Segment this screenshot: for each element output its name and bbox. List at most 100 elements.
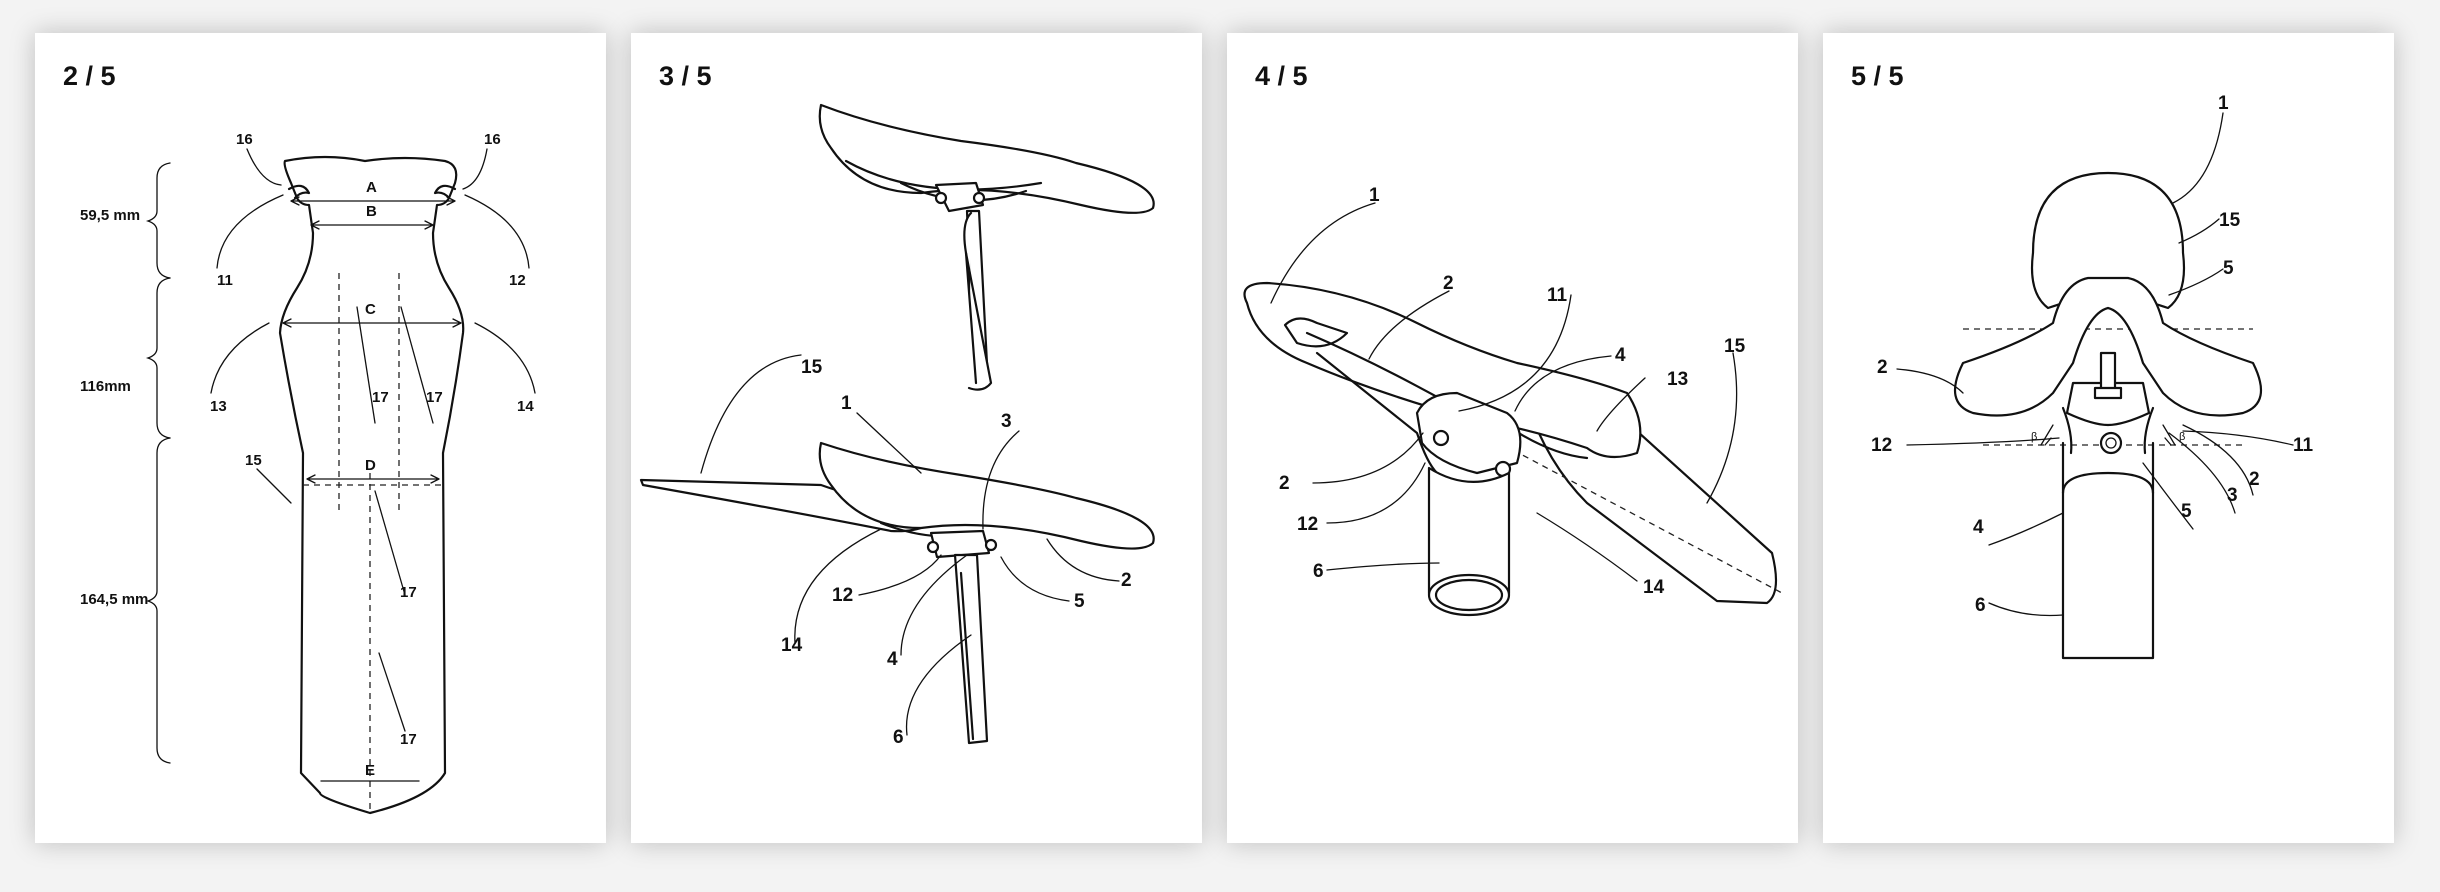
label-12: 12 (1297, 514, 1318, 535)
leader-2-top (1368, 290, 1450, 360)
page-number: 5 / 5 (1851, 61, 1904, 91)
label-12: 12 (832, 585, 853, 606)
dim-a (290, 196, 456, 206)
letter-c: C (365, 301, 376, 318)
label-13: 13 (1667, 369, 1688, 390)
drawing-sheet-3: 3 / 5 (631, 33, 1202, 843)
saddle-shell (1243, 281, 1642, 459)
notch-left (287, 184, 311, 200)
leader-17-a (356, 306, 376, 424)
dim-c (282, 318, 462, 328)
saddle-underside-view: 1 2 11 4 13 15 2 12 6 14 (1243, 185, 1783, 617)
saddle-side-views: 15 1 3 2 5 12 14 4 6 (639, 103, 1155, 748)
mudguard-flat-drawing: 59,5 mm 116mm 164,5 mm A B C D E (80, 131, 536, 815)
label-14: 14 (517, 398, 534, 415)
leader-2-right (2182, 424, 2254, 496)
saddle-lower (639, 441, 1155, 745)
label-4: 4 (1973, 517, 1984, 538)
label-14: 14 (1643, 577, 1665, 598)
label-1: 1 (1369, 185, 1380, 206)
leader-14 (794, 528, 882, 644)
clamp-body (1415, 391, 1522, 475)
leader-2-bottom (1312, 432, 1424, 484)
drawing-sheet-5: 5 / 5 β β 1 15 (1823, 33, 2394, 843)
label-6: 6 (893, 727, 904, 748)
leader-15 (2178, 218, 2220, 244)
label-11: 11 (1547, 285, 1568, 306)
label-3: 3 (1001, 411, 1012, 432)
label-4: 4 (887, 649, 898, 670)
drawing-sheet-4: 4 / 5 1 2 11 4 13 15 2 1 (1227, 33, 1798, 843)
label-15: 15 (2219, 210, 2241, 231)
drawing-sheet-2: 2 / 5 59,5 mm 116mm 164,5 mm A B C D E (35, 33, 606, 843)
notch-right (433, 184, 457, 200)
letter-b: B (366, 203, 377, 220)
label-3: 3 (2227, 485, 2238, 506)
leader-14 (474, 322, 536, 394)
letter-e: E (365, 762, 375, 779)
label-11: 11 (217, 272, 233, 289)
leader-6 (905, 634, 972, 736)
leader-1 (2172, 112, 2224, 204)
label-15: 15 (245, 452, 262, 469)
label-13: 13 (210, 398, 227, 415)
leader-17-c (374, 490, 406, 596)
leader-15 (700, 354, 802, 474)
leader-1 (856, 412, 922, 474)
leader-12 (1326, 462, 1426, 524)
label-11: 11 (2293, 435, 2314, 456)
leader-12 (858, 554, 942, 596)
leader-2-left (1896, 368, 1964, 394)
saddle-nose-cutout (1283, 317, 1349, 348)
leader-4 (1988, 512, 2064, 546)
leader-5-top (2168, 268, 2224, 296)
beta-right: β (2179, 431, 2185, 443)
mudguard-outline (278, 155, 465, 815)
leader-12 (464, 194, 530, 269)
leader-16-left (246, 148, 282, 186)
leader-3 (2168, 432, 2236, 514)
label-15: 15 (1724, 336, 1746, 357)
letter-a: A (366, 179, 377, 196)
seatpost-end (1427, 573, 1511, 617)
leader-3 (982, 430, 1020, 530)
leader-17-b (400, 306, 434, 424)
label-17-d: 17 (400, 731, 417, 748)
label-5-top: 5 (2223, 258, 2234, 279)
leader-2 (1046, 538, 1120, 582)
leader-17-d (378, 652, 406, 732)
leader-5 (1000, 556, 1070, 602)
label-6: 6 (1313, 561, 1324, 582)
label-17-b: 17 (426, 389, 443, 406)
dimension-middle: 116mm (80, 378, 131, 395)
leader-16-right (462, 148, 488, 190)
label-2-right: 2 (2249, 469, 2260, 490)
leader-1 (1270, 202, 1376, 304)
dim-d (306, 474, 440, 484)
page-number: 4 / 5 (1255, 61, 1308, 91)
label-5-bottom: 5 (2181, 501, 2192, 522)
saddle-upper (818, 103, 1155, 391)
label-17-a: 17 (372, 389, 389, 406)
leader-4 (1514, 355, 1612, 412)
angle-right (2162, 424, 2176, 446)
label-14: 14 (781, 635, 803, 656)
leader-14 (1536, 512, 1638, 582)
page-number: 3 / 5 (659, 61, 712, 91)
label-1: 1 (2218, 93, 2229, 114)
label-5: 5 (1074, 591, 1085, 612)
label-12: 12 (1871, 435, 1892, 456)
leader-6 (1988, 602, 2064, 617)
label-17-c: 17 (400, 584, 417, 601)
leader-5-bottom (2142, 462, 2194, 530)
label-2-left: 2 (1877, 357, 1888, 378)
letter-d: D (365, 457, 376, 474)
leader-13 (1596, 377, 1646, 432)
leader-12 (1906, 437, 2060, 446)
beta-left: β (2031, 431, 2037, 443)
dim-b (310, 220, 434, 230)
mudguard-rear (2030, 171, 2186, 310)
bolt-head (2099, 431, 2123, 455)
label-15: 15 (801, 357, 823, 378)
leader-11 (216, 194, 284, 269)
